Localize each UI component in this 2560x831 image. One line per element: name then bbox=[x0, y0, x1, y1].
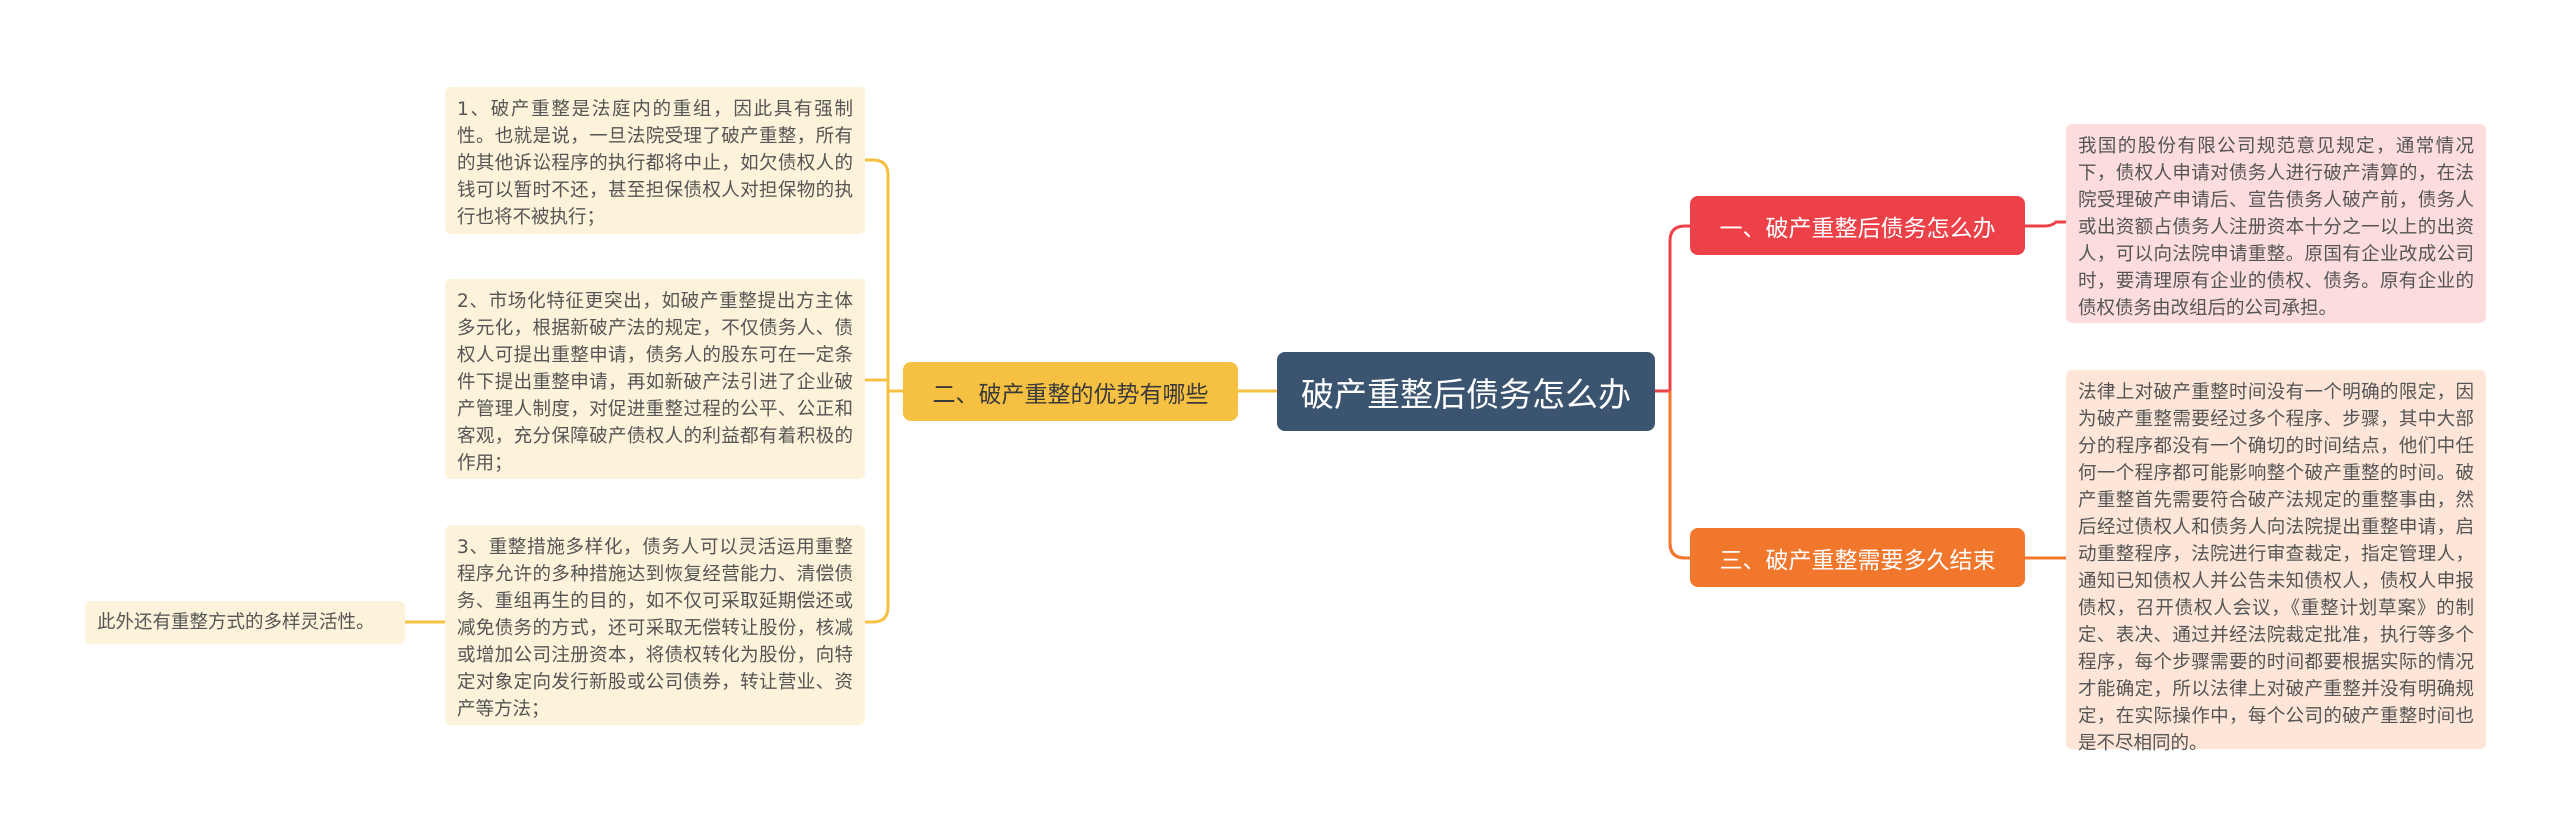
leaf-advantage-3[interactable]: 3、重整措施多样化，债务人可以灵活运用重整程序允许的多种措施达到恢复经营能力、清… bbox=[445, 525, 865, 725]
link-center-right bbox=[1655, 224, 1690, 560]
leaf-advantage-1[interactable]: 1、破产重整是法庭内的重组，因此具有强制性。也就是说，一旦法院受理了破产重整，所… bbox=[445, 87, 865, 234]
leaf-duration-text[interactable]: 法律上对破产重整时间没有一个明确的限定，因为破产重整需要经过多个程序、步骤，其中… bbox=[2066, 370, 2486, 754]
link-r1-leaf bbox=[2025, 220, 2066, 228]
central-topic[interactable]: 破产重整后债务怎么办 bbox=[1277, 352, 1655, 431]
branch-advantages-label: 二、破产重整的优势有哪些 bbox=[932, 381, 1209, 408]
branch-advantages[interactable]: 二、破产重整的优势有哪些 bbox=[903, 362, 1238, 421]
leaf-advantage-2[interactable]: 2、市场化特征更突出，如破产重整提出方主体多元化，根据新破产法的规定，不仅债务人… bbox=[445, 279, 865, 479]
branch-duration[interactable]: 三、破产重整需要多久结束 bbox=[1690, 528, 2025, 587]
branch-debt-handling[interactable]: 一、破产重整后债务怎么办 bbox=[1690, 196, 2025, 255]
leaf-flexibility-note[interactable]: 此外还有重整方式的多样灵活性。 bbox=[85, 601, 405, 644]
leaf-debt-handling-text[interactable]: 我国的股份有限公司规范意见规定，通常情况下，债权人申请对债务人进行破产清算的，在… bbox=[2066, 124, 2486, 323]
central-topic-label: 破产重整后债务怎么办 bbox=[1301, 374, 1631, 414]
link-left-bracket bbox=[872, 158, 903, 624]
branch-duration-label: 三、破产重整需要多久结束 bbox=[1719, 547, 1996, 574]
link-center-right-lower bbox=[1668, 391, 1690, 560]
branch-debt-handling-label: 一、破产重整后债务怎么办 bbox=[1719, 215, 1996, 242]
